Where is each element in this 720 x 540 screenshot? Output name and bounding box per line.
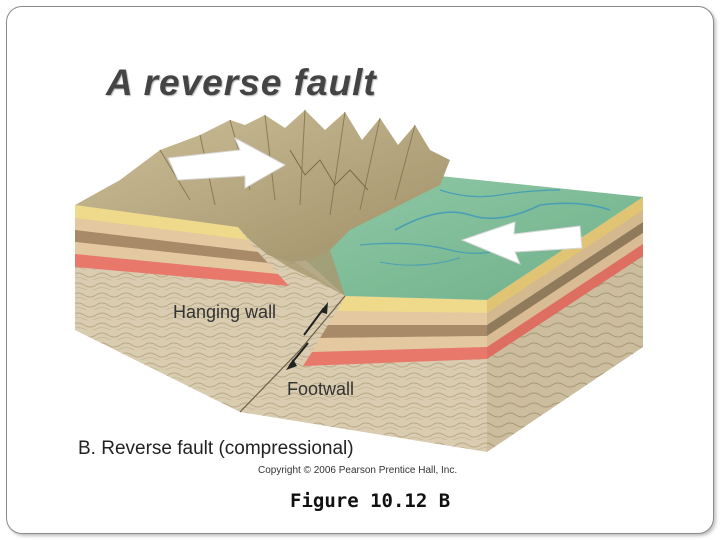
compression-arrow-left xyxy=(167,136,287,189)
fault-scarp xyxy=(238,227,345,296)
fault-plane xyxy=(239,295,346,413)
slide-title: A reverse fault xyxy=(106,62,377,103)
footwall-label: Footwall xyxy=(287,379,355,399)
footwall-arrowhead xyxy=(286,359,297,370)
compression-arrow-right xyxy=(460,221,583,265)
figure-label: Figure 10.12 B xyxy=(290,490,451,512)
footwall-front-face xyxy=(240,296,487,452)
hanging-wall-label: Hanging wall xyxy=(173,302,277,322)
hanging-wall-arrowhead xyxy=(320,302,328,314)
block-right-face xyxy=(487,197,643,452)
copyright-notice: Copyright © 2006 Pearson Prentice Hall, … xyxy=(258,465,458,476)
diagram-caption: B. Reverse fault (compressional) xyxy=(78,438,354,459)
hanging-wall-motion-arrow xyxy=(303,307,325,336)
